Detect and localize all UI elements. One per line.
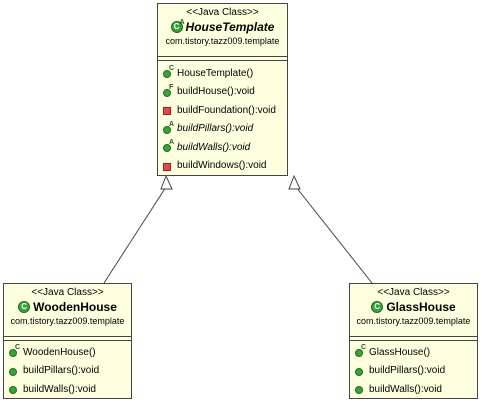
operation-label: buildPillars():void — [23, 365, 100, 377]
class-name: HouseTemplate — [185, 20, 275, 34]
operation-row[interactable]: buildPillars():void — [4, 362, 131, 381]
divider — [158, 56, 287, 57]
public-method-icon — [355, 384, 365, 395]
divider — [350, 340, 477, 341]
wooden-to-template-line — [103, 186, 167, 284]
divider — [158, 60, 287, 61]
class-header: <<Java Class>> C GlassHouse com.tistory.… — [350, 284, 477, 327]
operation-row[interactable]: F buildHouse():void — [158, 83, 287, 102]
operation-label: HouseTemplate() — [177, 67, 254, 79]
operation-label: buildWindows():void — [177, 160, 267, 172]
operation-row[interactable]: buildFoundation():void — [158, 101, 287, 120]
operation-row[interactable]: C GlassHouse() — [350, 343, 477, 362]
constructor-icon: C — [355, 344, 366, 358]
constructor-icon: C — [9, 344, 20, 358]
class-glass-house[interactable]: <<Java Class>> C GlassHouse com.tistory.… — [349, 283, 478, 399]
stereotype-label: <<Java Class>> — [31, 287, 104, 298]
operation-label: WoodenHouse() — [23, 346, 96, 358]
operation-label: buildWalls():void — [23, 383, 96, 395]
private-method-icon — [163, 161, 173, 171]
operation-row[interactable]: buildPillars():void — [350, 362, 477, 381]
stereotype-label: <<Java Class>> — [377, 287, 450, 298]
public-method-icon — [9, 366, 19, 376]
operations-list: C GlassHouse() buildPillars():void build… — [350, 343, 477, 399]
operation-label: buildWalls():void — [177, 141, 251, 153]
class-header: <<Java Class>> C WoodenHouse com.tistory… — [4, 284, 131, 327]
wooden-to-template-arrowhead — [160, 174, 173, 190]
package-label: com.tistory.tazz009.template — [356, 316, 471, 326]
divider — [4, 336, 131, 337]
public-final-method-icon: F — [163, 84, 173, 97]
public-method-icon — [9, 384, 19, 395]
operation-row[interactable]: C WoodenHouse() — [4, 343, 131, 362]
class-name: GlassHouse — [386, 300, 456, 314]
glass-to-template-arrowhead — [288, 174, 301, 190]
private-method-icon — [163, 105, 173, 116]
package-label: com.tistory.tazz009.template — [10, 316, 125, 326]
operation-label: buildHouse():void — [177, 86, 255, 98]
divider — [4, 340, 131, 341]
class-icon: C — [18, 301, 31, 313]
class-name: WoodenHouse — [33, 300, 117, 314]
public-method-icon — [355, 366, 365, 376]
operation-row[interactable]: A buildWalls():void — [158, 138, 287, 157]
abstract-method-icon: A — [163, 121, 174, 134]
glass-to-template-line — [295, 186, 373, 284]
operation-row[interactable]: buildWindows():void — [158, 157, 287, 176]
stereotype-label: <<Java Class>> — [186, 7, 259, 18]
operation-row[interactable]: C HouseTemplate() — [158, 64, 287, 83]
constructor-icon: C — [163, 65, 174, 79]
package-label: com.tistory.tazz009.template — [165, 36, 280, 46]
operation-label: GlassHouse() — [369, 346, 431, 358]
abstract-method-icon: A — [163, 139, 174, 153]
operation-label: buildFoundation():void — [177, 104, 276, 116]
operation-row[interactable]: A buildPillars():void — [158, 120, 287, 139]
class-wooden-house[interactable]: <<Java Class>> C WoodenHouse com.tistory… — [3, 283, 132, 399]
divider — [350, 336, 477, 337]
operation-row[interactable]: buildWalls():void — [350, 380, 477, 399]
operation-row[interactable]: buildWalls():void — [4, 380, 131, 399]
operation-label: buildPillars():void — [177, 123, 254, 135]
operation-label: buildWalls():void — [369, 383, 442, 395]
operation-label: buildPillars():void — [369, 365, 446, 377]
operations-list: C HouseTemplate() F buildHouse():void bu… — [158, 64, 287, 175]
class-icon: C — [371, 301, 384, 313]
operations-list: C WoodenHouse() buildPillars():void buil… — [4, 343, 131, 399]
